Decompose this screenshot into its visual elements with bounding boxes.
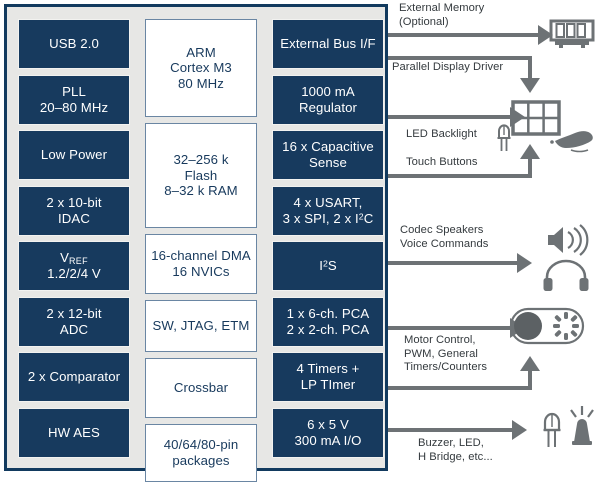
speaker-icon	[548, 224, 589, 256]
headphones-icon	[543, 259, 589, 291]
middle-block-4: SW, JTAG, ETM	[145, 300, 257, 352]
wire-buzzer-led	[388, 428, 516, 432]
wire-motor-control-h	[388, 386, 532, 390]
peripheral-label-touch-buttons: Touch Buttons	[406, 156, 478, 168]
block-text-line: PLL	[62, 83, 86, 99]
wire-touch-buttons-v	[528, 158, 532, 178]
block-text-line: I2S	[319, 258, 337, 274]
block-text-line: 2 x 2-ch. PCA	[286, 321, 370, 337]
arrowhead-codec-speakers	[517, 253, 532, 273]
block-text-line: Sense	[309, 155, 347, 170]
arrowhead-timers-counters	[520, 356, 540, 371]
block-text-line: Regulator	[298, 99, 358, 115]
block-text-line: 4 x USART,	[293, 194, 363, 210]
peripheral-label-motor-control: Motor Control, PWM, General Timers/Count…	[404, 334, 488, 374]
block-text-line: VREF	[60, 249, 88, 266]
wire-parallel-display-h	[388, 56, 532, 60]
block-text-line: packages	[172, 453, 230, 468]
block-text-line: USB 2.0	[49, 36, 99, 52]
block-text-line: IDAC	[58, 210, 90, 226]
peripheral-label-parallel-display-driver: Parallel Display Driver	[392, 61, 504, 73]
block-text-line: 6 x 5 V	[307, 416, 349, 432]
wire-parallel-display-v	[528, 56, 532, 79]
block-text-line: 20–80 MHz	[39, 99, 109, 115]
block-text-line: HW AES	[48, 424, 100, 440]
peripheral-label-buzzer-led: Buzzer, LED, H Bridge, etc...	[418, 437, 493, 463]
led-icon	[497, 124, 511, 151]
block-text-line: 2 x Comparator	[27, 369, 121, 385]
block-text-line: 1000 mA	[301, 83, 355, 99]
wire-touch-buttons-h	[388, 174, 532, 178]
peripheral-label-codec-speakers: Codec Speakers Voice Commands	[400, 224, 489, 250]
block-text-line: ARM	[186, 44, 216, 60]
block-text-line: SW, JTAG, ETM	[152, 318, 250, 334]
left-block-1: USB 2.0	[18, 19, 130, 69]
block-text-line: 40/64/80-pin	[163, 437, 239, 453]
right-block-4: 4 x USART,3 x SPI, 2 x I2C	[272, 185, 384, 236]
hand-touch-icon	[550, 131, 593, 153]
block-text-line: Crossbar	[173, 380, 229, 396]
block-text-line: ADC	[59, 321, 89, 337]
block-text-line: Cortex M3	[170, 60, 232, 76]
arrowhead-external-memory	[538, 25, 553, 45]
middle-block-5: Crossbar	[145, 358, 257, 418]
motor-belt-icon	[509, 307, 585, 345]
block-text-line: 16 NVICs	[172, 264, 230, 279]
block-text-line: 2 x 12-bit	[46, 305, 102, 321]
block-text-line: LP TImer	[300, 377, 356, 392]
block-text-line: Low Power	[40, 147, 108, 163]
right-block-1: External Bus I/F	[272, 19, 384, 69]
block-text-line: 2 x 10-bit	[46, 194, 102, 210]
wire-motor-control-top	[388, 326, 514, 330]
block-text-line: 8–32 k RAM	[164, 183, 238, 199]
wire-external-memory	[388, 33, 540, 37]
left-block-8: HW AES	[18, 407, 130, 458]
arrowhead-touch-buttons	[520, 144, 540, 159]
block-text-line: 300 mA I/O	[294, 432, 362, 448]
block-text-line: 1 x 6-ch. PCA	[286, 305, 370, 321]
block-text-line: 16 x Capacitive	[282, 139, 374, 155]
left-block-7: 2 x Comparator	[18, 352, 130, 402]
arrowhead-buzzer-led	[512, 420, 527, 440]
block-text-line: 32–256 k	[173, 152, 229, 168]
buzzer-icon	[570, 406, 594, 445]
block-text-line: 3 x SPI, 2 x I2C	[282, 210, 374, 226]
right-block-5: I2S	[272, 241, 384, 291]
wire-motor-control-v	[528, 370, 532, 390]
memory-module-icon	[549, 19, 595, 48]
wire-codec-speakers	[388, 261, 520, 265]
peripheral-label-led-backlight: LED Backlight	[406, 128, 477, 140]
block-text-line: 80 MHz	[177, 75, 225, 91]
led-indicator-icon	[543, 412, 561, 447]
right-block-7: 4 Timers +LP TImer	[272, 352, 384, 402]
block-text-line: 1.2/2/4 V	[47, 266, 101, 282]
arrowhead-led-backlight	[510, 107, 525, 127]
peripheral-label-external-memory: External Memory (Optional)	[399, 2, 485, 28]
block-text-line: Flash	[184, 167, 218, 183]
block-text-line: 4 Timers +	[296, 361, 360, 377]
wire-led-backlight	[388, 115, 514, 119]
left-block-3: Low Power	[18, 130, 130, 180]
block-text-line: 16-channel DMA	[151, 248, 251, 264]
arrowhead-parallel-display	[520, 78, 540, 93]
block-text-line: External Bus I/F	[280, 36, 376, 52]
